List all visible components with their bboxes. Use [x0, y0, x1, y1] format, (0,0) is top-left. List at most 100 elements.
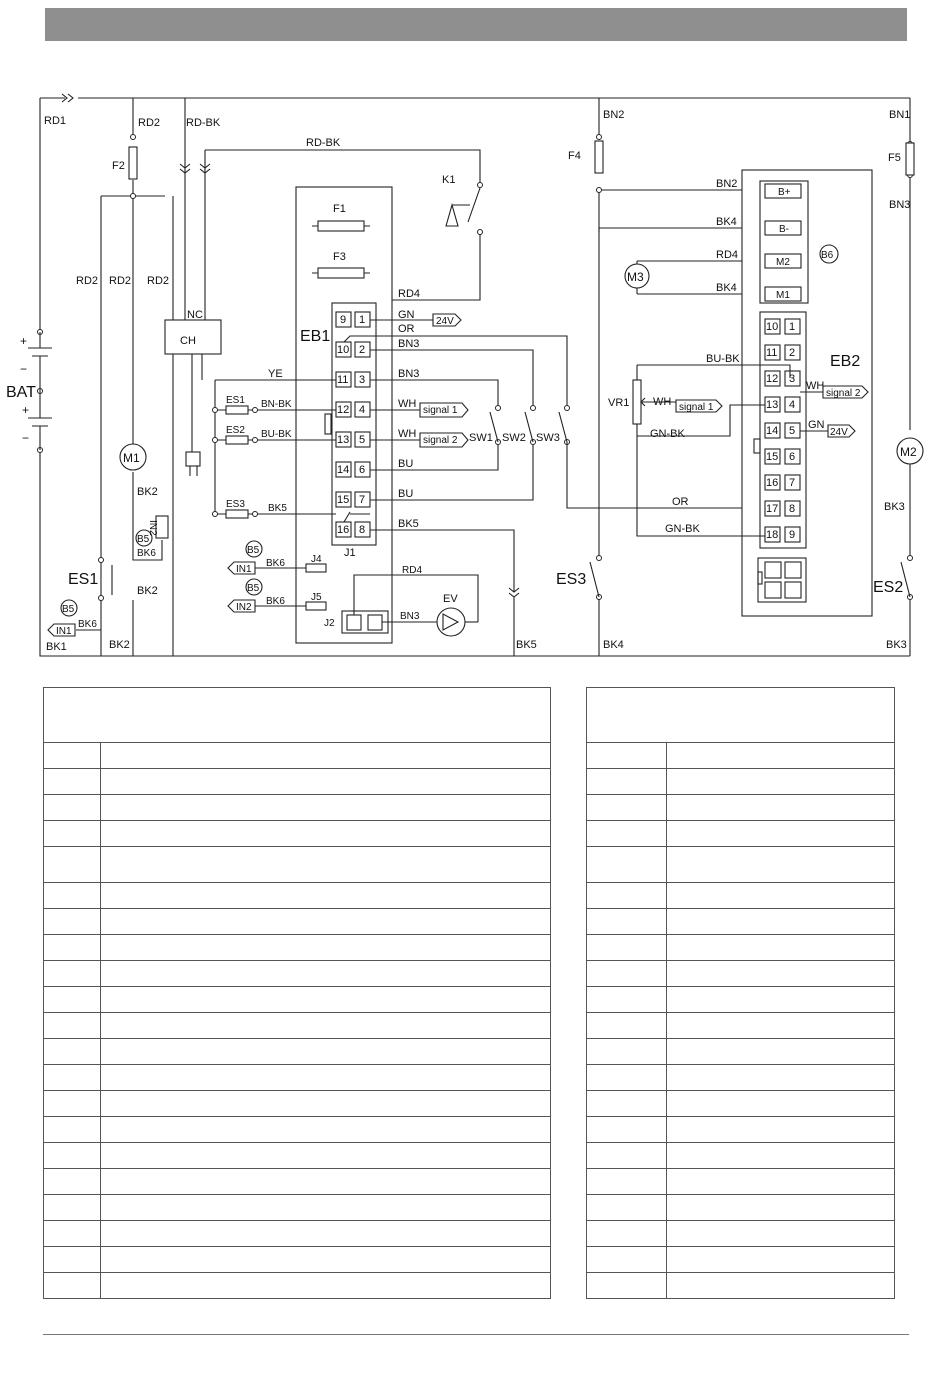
svg-text:4: 4 [789, 399, 795, 411]
svg-text:BK1: BK1 [46, 641, 67, 653]
svg-text:B5: B5 [247, 545, 260, 556]
svg-text:EV: EV [443, 593, 458, 605]
svg-text:15: 15 [766, 451, 778, 463]
legend-code [586, 1038, 667, 1065]
svg-text:BK2: BK2 [137, 585, 158, 597]
legend-description [100, 1246, 551, 1273]
legend-code [586, 960, 667, 987]
legend-code [43, 1194, 101, 1221]
legend-code [586, 1090, 667, 1117]
relay-k1: K1 [442, 174, 481, 227]
legend-code [43, 1168, 101, 1195]
svg-text:IN2: IN2 [147, 520, 158, 536]
svg-text:+: + [22, 403, 29, 417]
legend-description [666, 1038, 895, 1065]
svg-text:F4: F4 [568, 150, 581, 162]
legend-description [100, 1012, 551, 1039]
svg-text:BU: BU [398, 488, 413, 500]
svg-text:M2: M2 [900, 445, 917, 459]
svg-text:8: 8 [789, 503, 795, 515]
svg-text:BAT: BAT [6, 384, 36, 401]
legend-description [666, 1246, 895, 1273]
legend-description [666, 934, 895, 961]
legend-code [43, 1116, 101, 1143]
svg-text:13: 13 [337, 434, 349, 446]
svg-text:2: 2 [359, 344, 365, 356]
legend-description [100, 1220, 551, 1247]
svg-text:10: 10 [766, 321, 778, 333]
svg-text:3: 3 [789, 373, 795, 385]
svg-text:J5: J5 [311, 592, 322, 603]
legend-description [666, 908, 895, 935]
legend-description [666, 1064, 895, 1091]
svg-text:RD2: RD2 [147, 275, 169, 287]
svg-text:2: 2 [789, 347, 795, 359]
svg-text:24V: 24V [830, 427, 848, 438]
legend-description [666, 1194, 895, 1221]
legend-code [43, 794, 101, 821]
svg-text:BN-BK: BN-BK [261, 399, 292, 410]
legend-description [666, 768, 895, 795]
fuse-f5: F5 [888, 142, 915, 176]
svg-text:BN3: BN3 [398, 338, 419, 350]
svg-text:F3: F3 [333, 251, 346, 263]
svg-text:6: 6 [789, 451, 795, 463]
svg-text:ES1: ES1 [226, 395, 245, 406]
switch-es3: ES3 [556, 555, 602, 600]
switch-es1: ES1 BK6 B5 IN2 [68, 515, 169, 656]
svg-text:5: 5 [789, 425, 795, 437]
legend-code [586, 768, 667, 795]
svg-text:BK5: BK5 [516, 639, 537, 651]
svg-text:GN: GN [808, 419, 825, 431]
legend-code [586, 1272, 667, 1299]
svg-text:F2: F2 [112, 160, 125, 172]
legend-description [100, 846, 551, 883]
sensors-es1-es2-es3: ES1 BN-BK ES2 BU-BK ES3 BK5 [212, 395, 336, 519]
legend-description [100, 1272, 551, 1299]
svg-text:WH: WH [398, 398, 416, 410]
svg-text:ES1: ES1 [68, 571, 98, 588]
svg-text:BK4: BK4 [716, 216, 737, 228]
svg-text:CH: CH [180, 335, 196, 347]
wiring-diagram: F2 F4 F5 + − + − BAT M1 NC CH ES1 BK6 [6, 93, 924, 657]
legend-code [43, 1220, 101, 1247]
svg-text:BK6: BK6 [137, 548, 156, 559]
svg-text:3: 3 [359, 374, 365, 386]
svg-text:BK3: BK3 [884, 501, 905, 513]
legend-description [666, 1168, 895, 1195]
switches-sw: SW1 SW2 SW3 OR [469, 405, 765, 509]
eb1-wires: RD4 GN 24V OR BN3 YE BN3 WH signal 1 WH … [214, 288, 568, 656]
footer-rule [43, 1334, 909, 1335]
svg-text:J2: J2 [324, 618, 335, 629]
legend-code [586, 882, 667, 909]
legend-code [586, 934, 667, 961]
svg-text:B-: B- [779, 224, 789, 235]
svg-text:M1: M1 [776, 290, 790, 301]
svg-text:M3: M3 [627, 270, 644, 284]
legend-description [666, 1012, 895, 1039]
svg-text:ES2: ES2 [226, 425, 245, 436]
legend-description [100, 1194, 551, 1221]
svg-text:EB2: EB2 [830, 353, 860, 370]
legend-description [100, 1116, 551, 1143]
svg-text:BK5: BK5 [268, 503, 287, 514]
svg-text:14: 14 [766, 425, 778, 437]
svg-text:BN3: BN3 [889, 199, 910, 211]
legend-code [43, 846, 101, 883]
svg-text:BU-BK: BU-BK [706, 353, 740, 365]
svg-text:ES3: ES3 [556, 571, 586, 588]
legend-code [586, 1012, 667, 1039]
legend-description [666, 1220, 895, 1247]
legend-code [586, 1168, 667, 1195]
svg-text:9: 9 [340, 314, 346, 326]
svg-text:12: 12 [766, 373, 778, 385]
svg-text:J1: J1 [344, 547, 356, 559]
motor-m1: M1 [119, 443, 147, 471]
legend-code [586, 1142, 667, 1169]
legend-code [586, 1194, 667, 1221]
svg-text:7: 7 [789, 477, 795, 489]
battery-bat: + − + − BAT [6, 332, 52, 450]
svg-text:ES3: ES3 [226, 499, 245, 510]
legend-code [43, 882, 101, 909]
svg-text:B5: B5 [137, 534, 150, 545]
